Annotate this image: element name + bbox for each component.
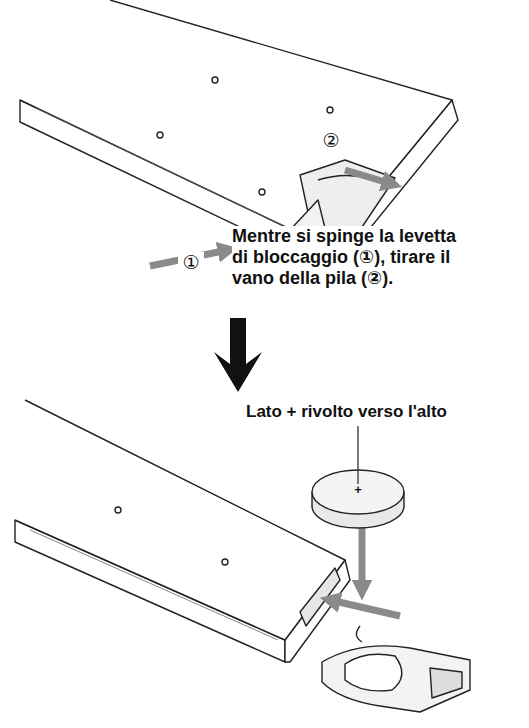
note-text: Lato + rivolto verso l'alto (246, 402, 526, 422)
callout-number: ① (178, 252, 204, 274)
remote-bottom (15, 400, 350, 662)
down-arrow (214, 318, 262, 392)
leader-line (357, 426, 358, 484)
insert-arrow (330, 600, 400, 616)
instruction-text: Mentre si spinge la levetta di bloccaggi… (232, 226, 464, 290)
polarity-mark: + (350, 482, 366, 497)
pull-arrow (345, 170, 392, 184)
drop-arrow (359, 525, 366, 590)
battery-tray (322, 626, 470, 712)
callout-number: ② (318, 130, 344, 152)
